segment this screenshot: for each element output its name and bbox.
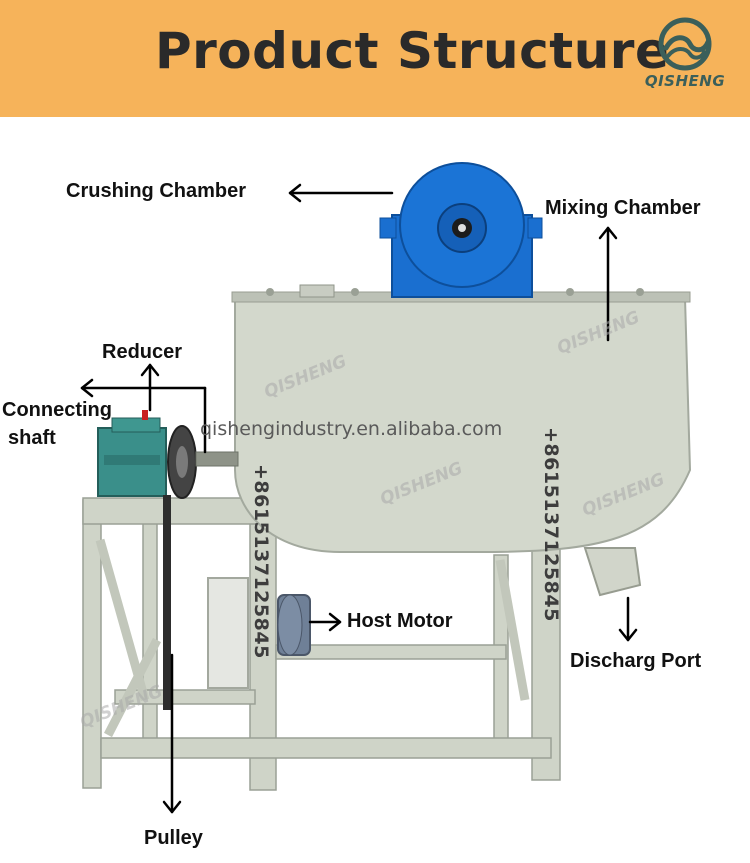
reducer-shape — [97, 410, 167, 497]
label-discharge-port: Discharg Port — [570, 650, 702, 672]
label-reducer: Reducer — [102, 341, 183, 363]
host-motor-shape — [277, 594, 311, 656]
mixer-machine-drawing — [80, 162, 692, 814]
machine-diagram: qishengindustry.en.alibaba.com +86151371… — [0, 117, 750, 863]
website-watermark: qishengindustry.en.alibaba.com — [200, 418, 503, 440]
label-pulley: Pulley — [144, 827, 203, 849]
header-banner: Product Structure QISHENG — [0, 0, 750, 117]
label-mixing-chamber: Mixing Chamber — [545, 197, 701, 219]
label-crushing-chamber: Crushing Chamber — [66, 180, 247, 202]
mixing-trough — [234, 297, 692, 553]
pulley-shape — [163, 425, 197, 710]
page-title: Product Structure — [155, 22, 670, 80]
qisheng-logo: QISHENG — [630, 14, 740, 104]
label-host-motor: Host Motor — [347, 610, 453, 632]
phone-watermark-right: +8615137125845 — [540, 427, 562, 622]
phone-watermark-left: +8615137125845 — [250, 464, 272, 659]
wave-logo-icon — [658, 17, 712, 71]
discharge-port-shape — [583, 547, 642, 597]
label-connecting-shaft-line1: Connecting — [2, 399, 112, 421]
logo-text: QISHENG — [644, 72, 726, 90]
label-connecting-shaft-line2: shaft — [8, 427, 56, 449]
crushing-chamber-shape — [379, 162, 543, 298]
